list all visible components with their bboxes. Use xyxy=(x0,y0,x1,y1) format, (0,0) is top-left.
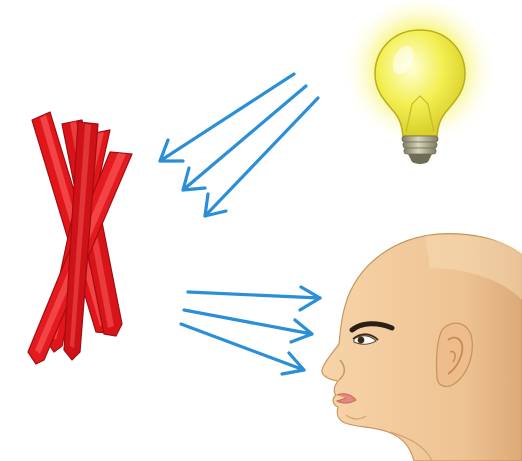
reflected-arrow xyxy=(184,310,312,342)
incident-arrow xyxy=(160,74,294,161)
reflected-arrow xyxy=(188,287,320,310)
reflected-light-arrows xyxy=(181,287,320,374)
incident-light-arrows xyxy=(160,74,318,216)
reflected-arrow xyxy=(181,324,304,374)
light-bulb-icon xyxy=(342,0,498,164)
red-rods-icon xyxy=(28,112,132,364)
human-head-icon xyxy=(322,234,522,461)
